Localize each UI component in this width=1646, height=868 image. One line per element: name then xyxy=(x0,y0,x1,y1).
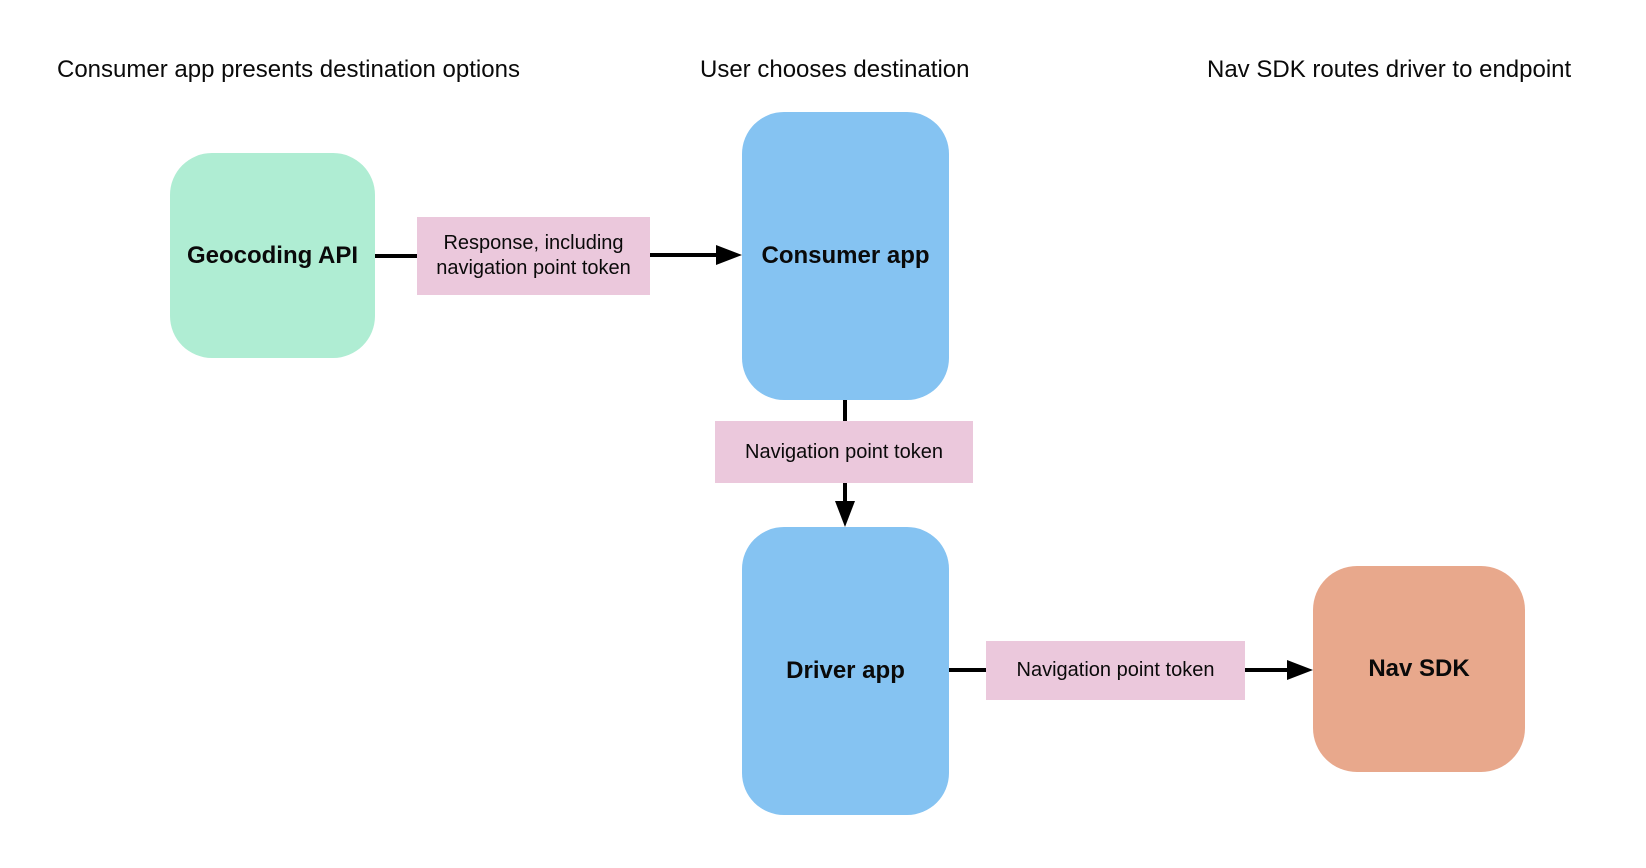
arrowhead-into-driver-icon xyxy=(835,501,855,527)
column-header-consumer-presents-options: Consumer app presents destination option… xyxy=(57,56,520,83)
edge-label-navigation-point-token-consumer-to-driver: Navigation point token xyxy=(715,421,973,483)
node-driver-app: Driver app xyxy=(742,527,949,815)
node-nav-sdk: Nav SDK xyxy=(1313,566,1525,772)
edge-label-response-including-navigation-point-token: Response, including navigation point tok… xyxy=(417,217,650,295)
node-consumer-app: Consumer app xyxy=(742,112,949,400)
arrowhead-into-consumer-icon xyxy=(716,245,742,265)
node-geocoding-api-label: Geocoding API xyxy=(186,241,359,269)
node-geocoding-api: Geocoding API xyxy=(170,153,375,358)
edge-label-navigation-point-token-driver-to-navsdk: Navigation point token xyxy=(986,641,1245,700)
column-header-nav-sdk-routes-driver: Nav SDK routes driver to endpoint xyxy=(1207,56,1572,83)
node-nav-sdk-label: Nav SDK xyxy=(1368,655,1470,682)
column-header-user-chooses-destination: User chooses destination xyxy=(700,56,970,83)
node-driver-app-label: Driver app xyxy=(786,657,905,684)
node-consumer-app-label: Consumer app xyxy=(761,242,930,269)
arrowhead-into-navsdk-icon xyxy=(1287,660,1313,680)
